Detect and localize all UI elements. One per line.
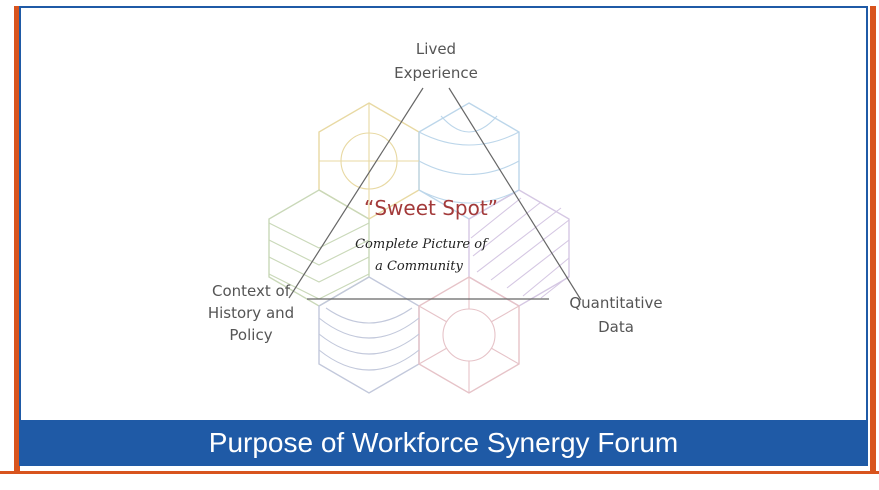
pattern-stripes-purple [470,197,570,299]
slide-canvas [19,6,868,466]
sweet-spot-subline-2: a Community [375,259,463,274]
right-accent-bar [870,6,876,472]
footer-bar: Purpose of Workforce Synergy Forum [21,420,866,466]
pattern-spokes-rose [418,277,520,393]
label-experience: Experience [394,64,478,82]
pattern-chevrons-green [268,222,370,300]
triangle-line-right [448,87,582,301]
triangle-line-left [288,87,424,299]
pattern-arcs-slate [318,307,420,371]
left-accent-bar [14,6,20,472]
pattern-circle-rose [442,308,496,362]
sweet-spot-subline-1: Complete Picture of [355,237,489,252]
bottom-accent-line [0,471,879,474]
sweet-spot-diagram: Lived Experience Context of History and … [208,40,663,394]
pattern-arcs-blue [418,115,520,204]
label-history-and: History and [208,304,294,322]
label-context-of: Context of [212,282,291,300]
label-lived: Lived [416,40,456,58]
label-policy: Policy [229,326,272,344]
label-quantitative: Quantitative [569,294,662,312]
label-data: Data [598,318,634,336]
sweet-spot-headline: “Sweet Spot” [364,196,498,220]
slide-title: Purpose of Workforce Synergy Forum [208,427,679,458]
hexagon-bottom-left [318,276,420,394]
